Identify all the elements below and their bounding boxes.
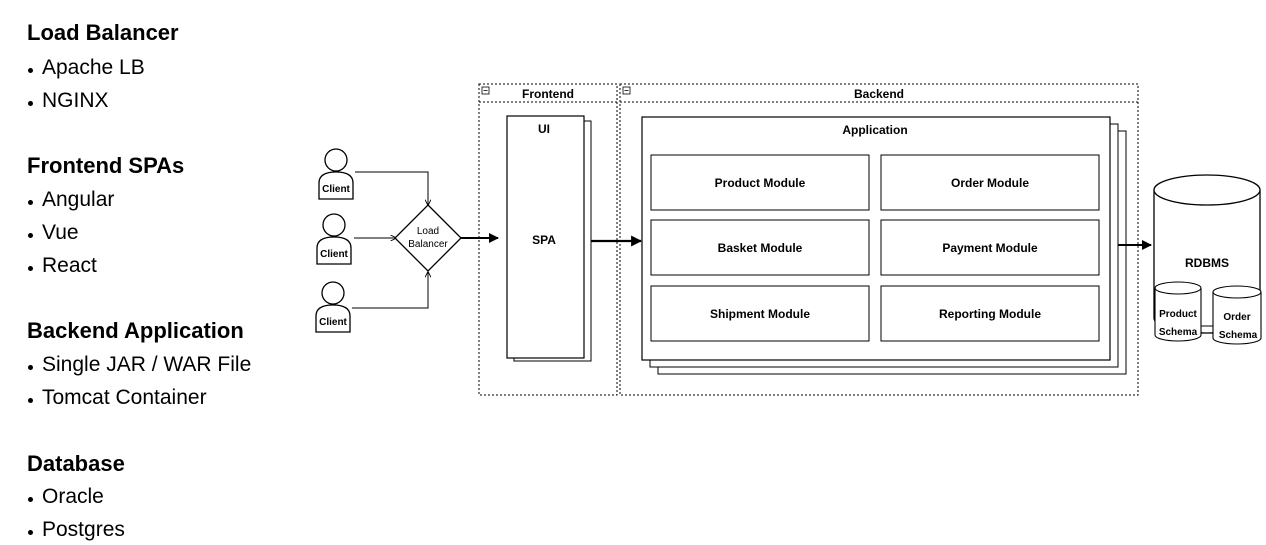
section-title-frontend-spas: Frontend SPAs (27, 153, 185, 178)
list-item: Apache LB (28, 55, 145, 81)
client-1-connector (355, 171, 428, 205)
bullet-icon (28, 100, 33, 106)
schema-label-line2: Schema (1219, 330, 1258, 341)
schema-label-line2: Schema (1159, 327, 1198, 338)
bullet-icon (28, 199, 33, 205)
bullet-icon (28, 496, 33, 502)
section-title-load-balancer: Load Balancer (27, 20, 179, 45)
client-3: Client (315, 281, 351, 333)
module-label: Product Module (715, 176, 806, 190)
application-label: Application (842, 123, 907, 137)
product-schema-cylinder: Product Schema (1154, 281, 1202, 342)
module-label: Order Module (951, 176, 1029, 190)
backend-container: Backend Application Product Module Order… (619, 83, 1139, 396)
list-item: Tomcat Container (28, 385, 207, 411)
load-balancer-node: Load Balancer (394, 204, 462, 272)
client-3-connector (352, 272, 428, 309)
list-item: Oracle (28, 484, 104, 510)
section-title-backend-application: Backend Application (27, 318, 244, 343)
bullet-icon (28, 529, 33, 535)
order-module-box (880, 154, 1100, 211)
list-item-label: Oracle (42, 485, 104, 508)
list-item-label: Single JAR / WAR File (42, 353, 252, 376)
backend-title: Backend (854, 87, 904, 101)
module-label: Reporting Module (939, 307, 1041, 321)
order-schema-cylinder: Order Schema (1212, 285, 1262, 345)
list-item: Postgres (28, 517, 125, 543)
module-label: Shipment Module (710, 307, 810, 321)
schema-label-line1: Product (1159, 309, 1197, 320)
list-item: NGINX (28, 88, 109, 114)
list-item-label: Apache LB (42, 56, 145, 79)
spa-label: SPA (532, 233, 556, 247)
load-balancer-label-line1: Load (417, 226, 439, 237)
module-label: Payment Module (942, 241, 1038, 255)
load-balancer-label-line2: Balancer (408, 239, 448, 250)
bullet-icon (28, 67, 33, 73)
list-item: Single JAR / WAR File (28, 352, 251, 378)
list-item-label: Vue (42, 221, 79, 244)
list-item: Vue (28, 220, 79, 246)
client-label: Client (319, 317, 347, 328)
list-item-label: NGINX (42, 89, 109, 112)
schema-label-line1: Order (1223, 312, 1250, 323)
product-module-box (650, 154, 870, 211)
frontend-container: Frontend UI SPA (478, 83, 618, 396)
module-label: Basket Module (718, 241, 803, 255)
frontend-title: Frontend (522, 87, 574, 101)
shipment-module-box (650, 285, 870, 342)
ui-label: UI (538, 122, 550, 136)
reporting-module-box (880, 285, 1100, 342)
client-1: Client (318, 148, 354, 200)
payment-module-box (880, 219, 1100, 276)
client-label: Client (320, 249, 348, 260)
ui-spa-box (506, 115, 585, 359)
list-item-label: React (42, 254, 97, 277)
bullet-icon (28, 232, 33, 238)
list-item-label: Angular (42, 188, 115, 211)
client-label: Client (322, 184, 350, 195)
rdbms-label: RDBMS (1185, 256, 1229, 270)
bullet-icon (28, 265, 33, 271)
basket-module-box (650, 219, 870, 276)
list-item: Angular (28, 187, 114, 213)
bullet-icon (28, 397, 33, 403)
technology-list: Load Balancer Apache LB NGINX Frontend S… (0, 0, 320, 545)
list-item-label: Tomcat Container (42, 386, 207, 409)
bullet-icon (28, 364, 33, 370)
client-2: Client (316, 213, 352, 265)
list-item: React (28, 253, 97, 279)
section-title-database: Database (27, 451, 125, 476)
list-item-label: Postgres (42, 518, 125, 541)
